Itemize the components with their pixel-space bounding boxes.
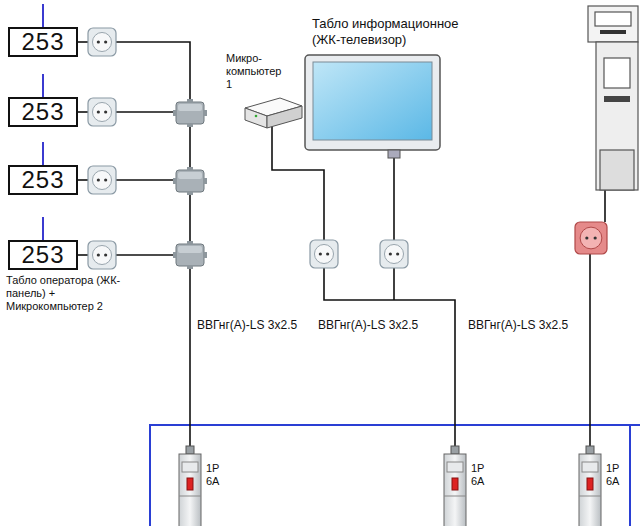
circuit-breakers bbox=[179, 446, 601, 526]
microcomputer-label: Микро- компьютер 1 bbox=[226, 52, 290, 92]
wires bbox=[78, 42, 605, 450]
label-text: 1P 6A bbox=[206, 462, 230, 488]
kiosk-terminal bbox=[588, 6, 638, 190]
tv-label: Табло информационное (ЖК-телевизор) bbox=[312, 16, 487, 47]
tv-icon bbox=[305, 55, 440, 158]
display-panel: 253 bbox=[8, 27, 78, 57]
display-panel: 253 bbox=[8, 165, 78, 195]
breaker-label: 1P 6A bbox=[471, 462, 495, 488]
display-number: 253 bbox=[21, 30, 64, 54]
cable-label: ВВГнг(А)-LS 3x2.5 bbox=[468, 318, 568, 332]
display-number: 253 bbox=[21, 243, 64, 267]
breaker-label: 1P 6A bbox=[206, 462, 230, 488]
label-text: 1P 6A bbox=[606, 462, 630, 488]
microcomputer-icon bbox=[245, 98, 302, 128]
breaker-label: 1P 6A bbox=[606, 462, 630, 488]
group-label: Табло оператора (ЖК-панель) + Микрокомпь… bbox=[6, 274, 130, 314]
label-text: 1P 6A bbox=[471, 462, 495, 488]
display-panel: 253 bbox=[8, 97, 78, 127]
cable-label: ВВГнг(А)-LS 3x2.5 bbox=[318, 318, 418, 332]
sockets bbox=[88, 28, 607, 269]
display-number: 253 bbox=[21, 100, 64, 124]
label-text: Табло информационное (ЖК-телевизор) bbox=[312, 16, 487, 47]
bus-line bbox=[150, 425, 640, 526]
display-panel: 253 bbox=[8, 240, 78, 270]
junction-boxes bbox=[173, 99, 207, 269]
label-text: Микро- компьютер 1 bbox=[226, 52, 290, 92]
cable-label: ВВГнг(А)-LS 3x2.5 bbox=[197, 318, 297, 332]
display-number: 253 bbox=[21, 168, 64, 192]
